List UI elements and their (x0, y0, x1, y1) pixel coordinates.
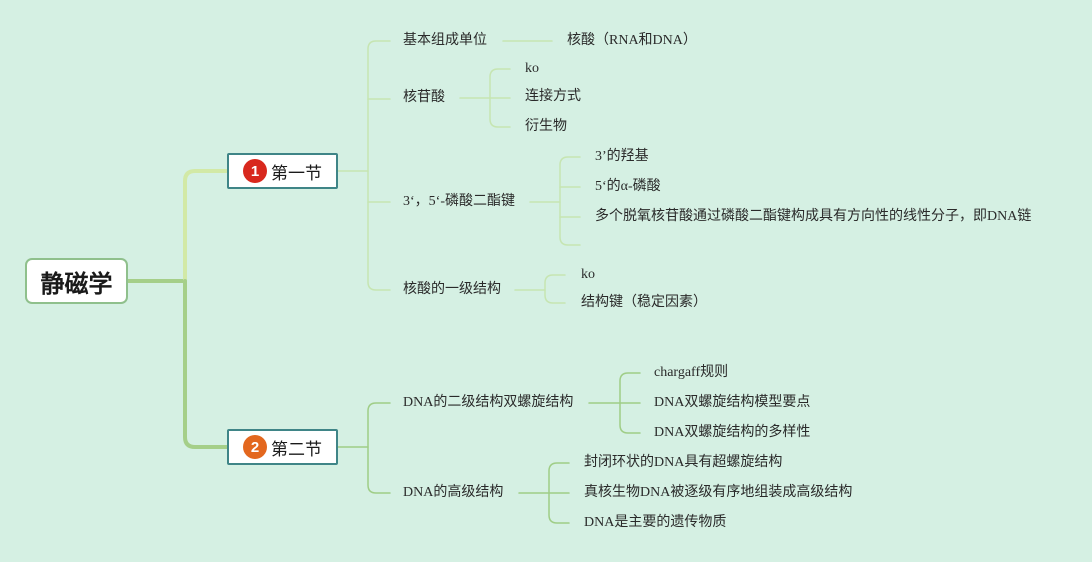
topic-node[interactable]: 核苷酸 (403, 90, 445, 105)
topic-node[interactable]: 核酸的一级结构 (403, 282, 501, 297)
connector-section-1-spine (367, 40, 391, 291)
subtopic-node[interactable]: 核酸（RNA和DNA） (567, 33, 697, 48)
subtopic-node[interactable]: 衍生物 (525, 119, 567, 134)
topic-node[interactable]: DNA的二级结构双螺旋结构 (403, 395, 574, 410)
subtopic-node[interactable]: ko (581, 267, 595, 282)
subtopic-node[interactable]: ko (525, 61, 539, 76)
connector-root-section-1 (183, 169, 229, 283)
section-node-2[interactable]: 2 第二节 (227, 429, 338, 465)
connector-section-2-spine (367, 402, 391, 494)
topic-node[interactable]: 基本组成单位 (403, 33, 487, 48)
subtopic-node[interactable]: chargaff规则 (654, 365, 729, 380)
connector-phosphodiester-spine (559, 156, 581, 246)
priority-2-icon: 2 (243, 435, 267, 459)
subtopic-node[interactable]: DNA是主要的遗传物质 (584, 515, 727, 530)
root-node[interactable]: 静磁学 (25, 258, 128, 304)
topic-node[interactable]: 3‘，5‘-磷酸二酯键 (403, 194, 515, 209)
subtopic-node[interactable]: 5‘的α-磷酸 (595, 179, 661, 194)
connector-root-section-2 (183, 279, 229, 449)
subtopic-node[interactable]: DNA双螺旋结构模型要点 (654, 395, 811, 410)
subtopic-node[interactable]: 封闭环状的DNA具有超螺旋结构 (584, 455, 783, 470)
subtopic-node[interactable]: 连接方式 (525, 89, 581, 104)
priority-1-icon: 1 (243, 159, 267, 183)
subtopic-node[interactable]: 结构键（稳定因素） (581, 295, 707, 310)
topic-node[interactable]: DNA的高级结构 (403, 485, 504, 500)
connector-primary-structure-spine (544, 274, 566, 304)
root-label: 静磁学 (40, 269, 113, 298)
section-node-1[interactable]: 1 第一节 (227, 153, 338, 189)
subtopic-node[interactable]: 真核生物DNA被逐级有序地组装成高级结构 (584, 485, 853, 500)
subtopic-node[interactable]: DNA双螺旋结构的多样性 (654, 425, 811, 440)
section-label: 第一节 (271, 163, 322, 184)
subtopic-node[interactable]: 多个脱氧核苷酸通过磷酸二酯键构成具有方向性的线性分子，即DNA链 (595, 209, 1032, 224)
section-label: 第二节 (271, 439, 322, 460)
subtopic-node[interactable]: 3’的羟基 (595, 149, 649, 164)
